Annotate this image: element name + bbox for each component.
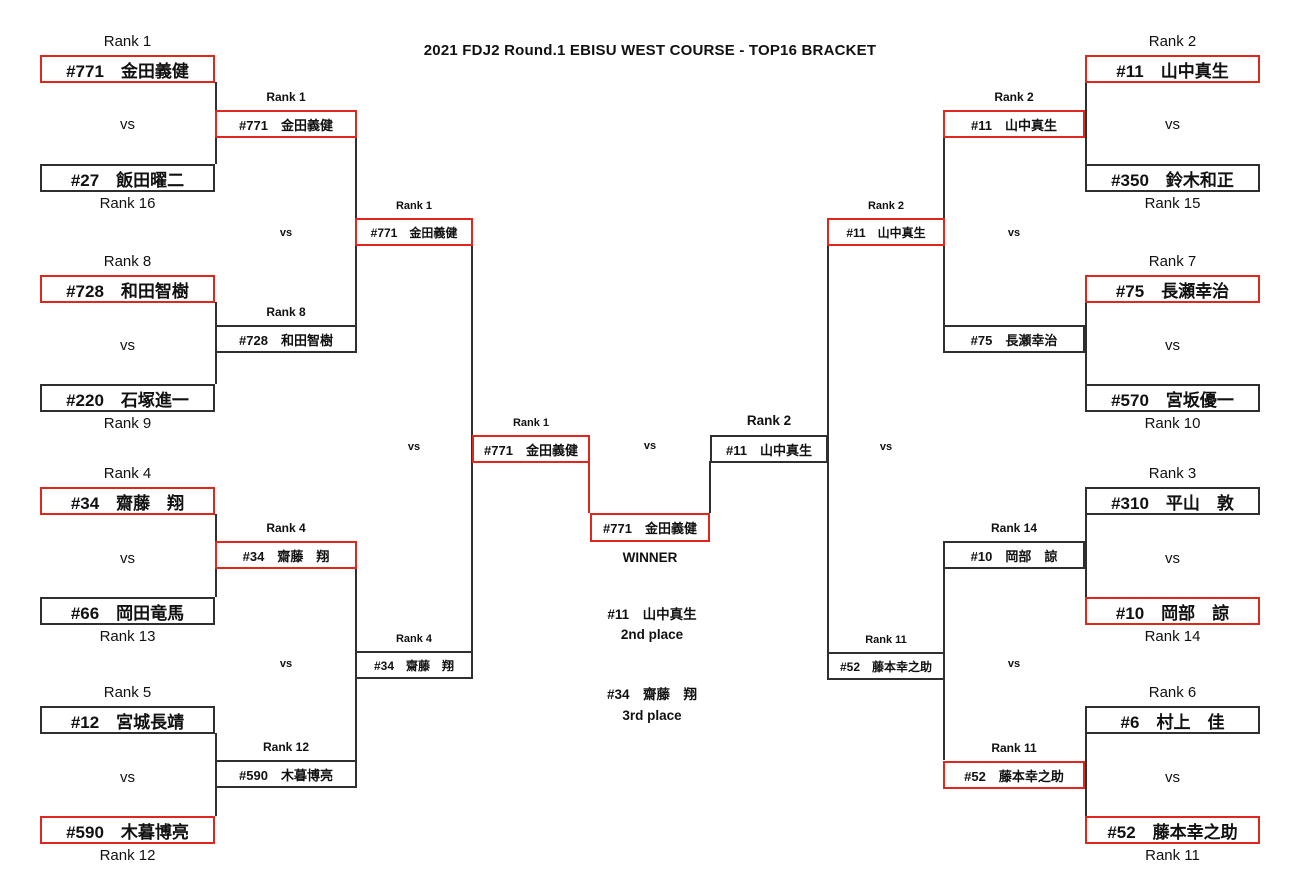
player-box: #728 和田智樹: [40, 275, 215, 303]
player-box: #75 長瀬幸治: [1085, 275, 1260, 303]
connector-line: [827, 245, 829, 652]
seed-label: Rank 7: [1148, 253, 1197, 270]
winner-box: #10 岡部 諒: [943, 541, 1085, 569]
finalist-box: #771 金田義健: [472, 435, 590, 463]
winner-box: #771 金田義健: [355, 218, 473, 246]
seed-label: Rank 13: [99, 628, 156, 645]
seed-label: Rank 15: [1144, 195, 1201, 212]
vs-label: vs: [1165, 116, 1180, 133]
connector-line: [588, 461, 590, 513]
winner-box: #34 齋藤 翔: [355, 651, 473, 679]
player-box: #6 村上 佳: [1085, 706, 1260, 734]
vs-label: vs: [879, 441, 893, 453]
seed-label: Rank 11: [991, 741, 1037, 755]
seed-label: Rank 12: [262, 740, 310, 754]
player-box: #27 飯田曜二: [40, 164, 215, 192]
vs-label: vs: [120, 550, 135, 567]
seed-label: Rank 2: [867, 200, 905, 212]
seed-label: Rank 11: [1145, 847, 1200, 864]
winner-box: #34 齋藤 翔: [215, 541, 357, 569]
seed-label: Rank 4: [103, 465, 152, 482]
vs-label: vs: [1165, 550, 1180, 567]
seed-label: Rank 5: [103, 684, 152, 701]
player-box: #11 山中真生: [1085, 55, 1260, 83]
vs-label: vs: [279, 227, 293, 239]
third-place-caption: 3rd place: [622, 708, 682, 723]
vs-label: vs: [279, 658, 293, 670]
seed-label: Rank 4: [395, 633, 433, 645]
seed-label: Rank 10: [1144, 415, 1201, 432]
player-box: #66 岡田竜馬: [40, 597, 215, 625]
second-place-name: #11 山中真生: [607, 607, 697, 622]
seed-label: Rank 4: [266, 521, 306, 535]
connector-line: [1085, 514, 1087, 597]
vs-label: vs: [1165, 769, 1180, 786]
vs-label: vs: [120, 116, 135, 133]
player-box: #34 齋藤 翔: [40, 487, 215, 515]
winner-box: #52 藤本幸之助: [943, 761, 1085, 789]
bracket-title: 2021 FDJ2 Round.1 EBISU WEST COURSE - TO…: [423, 42, 877, 59]
seed-label: Rank 11: [865, 634, 907, 646]
winner-box: #771 金田義健: [215, 110, 357, 138]
player-box: #52 藤本幸之助: [1085, 816, 1260, 844]
player-box: #12 宮城長靖: [40, 706, 215, 734]
winner-box: #52 藤本幸之助: [827, 652, 945, 680]
winner-box: #75 長瀬幸治: [943, 325, 1085, 353]
seed-label: Rank 16: [99, 195, 156, 212]
vs-label: vs: [1165, 337, 1180, 354]
winner-box: #11 山中真生: [943, 110, 1085, 138]
seed-label: Rank 2: [994, 90, 1034, 104]
vs-label: vs: [120, 337, 135, 354]
seed-label: Rank 14: [990, 521, 1038, 535]
player-box: #590 木暮博亮: [40, 816, 215, 844]
player-box: #570 宮坂優一: [1085, 384, 1260, 412]
seed-label: Rank 2: [1148, 33, 1197, 50]
seed-label: Rank 2: [746, 413, 792, 428]
third-place-name: #34 齋藤 翔: [606, 687, 698, 702]
champion-box: #771 金田義健: [590, 513, 710, 542]
seed-label: Rank 12: [99, 847, 156, 864]
winner-caption: WINNER: [622, 550, 678, 565]
winner-box: #11 山中真生: [827, 218, 945, 246]
connector-line: [1085, 302, 1087, 384]
seed-label: Rank 1: [512, 417, 550, 429]
seed-label: Rank 9: [103, 415, 152, 432]
player-box: #350 鈴木和正: [1085, 164, 1260, 192]
finalist-box: #11 山中真生: [710, 435, 828, 463]
seed-label: Rank 3: [1148, 465, 1197, 482]
connector-line: [709, 461, 711, 513]
vs-label: vs: [1007, 658, 1021, 670]
connector-line: [1085, 733, 1087, 816]
player-box: #310 平山 敦: [1085, 487, 1260, 515]
seed-label: Rank 6: [1148, 684, 1197, 701]
seed-label: Rank 8: [266, 305, 306, 319]
seed-label: Rank 1: [395, 200, 433, 212]
seed-label: Rank 1: [266, 90, 306, 104]
player-box: #220 石塚進一: [40, 384, 215, 412]
player-box: #771 金田義健: [40, 55, 215, 83]
seed-label: Rank 1: [103, 33, 152, 50]
seed-label: Rank 8: [103, 253, 152, 270]
second-place-caption: 2nd place: [620, 627, 684, 642]
vs-label: vs: [120, 769, 135, 786]
connector-line: [1085, 82, 1087, 164]
player-box: #10 岡部 諒: [1085, 597, 1260, 625]
vs-label: vs: [1007, 227, 1021, 239]
vs-label: vs: [643, 440, 657, 452]
winner-box: #728 和田智樹: [215, 325, 357, 353]
winner-box: #590 木暮博亮: [215, 760, 357, 788]
vs-label: vs: [407, 441, 421, 453]
seed-label: Rank 14: [1144, 628, 1201, 645]
